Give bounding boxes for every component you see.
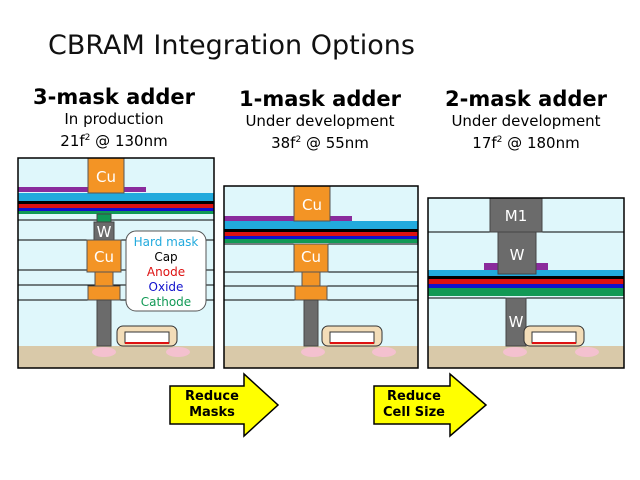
option-status: In production: [64, 110, 164, 128]
arrow-reduce-cell-size: Reduce Cell Size: [373, 372, 488, 438]
arrow-reduce-masks: Reduce Masks: [169, 372, 280, 438]
legend-item: Hard mask: [134, 235, 199, 249]
option-cell-size: 38f2 @ 55nm: [271, 134, 369, 152]
option-name: 1-mask adder: [239, 87, 401, 111]
m1-label: M1: [505, 207, 528, 225]
diffusion: [166, 347, 190, 357]
arrow-text: Reduce: [387, 389, 441, 404]
oxide-layer: [18, 208, 214, 211]
arrow-text: Cell Size: [383, 405, 445, 420]
option-heading-1: 3-mask adder In production 21f2 @ 130nm: [4, 84, 224, 151]
option-status: Under development: [245, 112, 395, 130]
cathode-layer: [18, 211, 214, 214]
substrate: [18, 346, 214, 368]
cross-section-1-mask: [223, 185, 419, 369]
cu-label: Cu: [301, 248, 321, 266]
cu-label: Cu: [94, 248, 114, 266]
cap-layer: [18, 201, 214, 204]
option-cell-size: 17f2 @ 180nm: [472, 134, 580, 152]
cross-section-2-mask: [427, 197, 625, 369]
diffusion: [92, 347, 116, 357]
legend-item: Cathode: [141, 295, 191, 309]
contact-plug: [96, 299, 112, 347]
legend-item: Anode: [147, 265, 185, 279]
cu-label: Cu: [96, 168, 116, 186]
cu-label: Cu: [302, 196, 322, 214]
legend-item: Oxide: [149, 280, 184, 294]
arrow-text: Reduce: [185, 389, 239, 404]
option-status: Under development: [451, 112, 601, 130]
w-label: W: [97, 223, 112, 241]
option-heading-3: 2-mask adder Under development 17f2 @ 18…: [416, 86, 636, 153]
m1-block: [489, 197, 543, 233]
option-cell-size: 21f2 @ 130nm: [60, 132, 168, 150]
option-name: 2-mask adder: [445, 87, 607, 111]
slide-title: CBRAM Integration Options: [48, 30, 415, 61]
anode-layer: [18, 204, 214, 208]
option-heading-2: 1-mask adder Under development 38f2 @ 55…: [210, 86, 430, 153]
option-name: 3-mask adder: [33, 85, 195, 109]
hard-mask-layer: [18, 193, 214, 201]
w-label: W: [509, 313, 524, 331]
w-label: W: [510, 246, 525, 264]
substrate: [224, 346, 418, 368]
top-metal: [18, 187, 146, 192]
arrow-text: Masks: [189, 405, 235, 420]
legend-item: Cap: [154, 250, 177, 264]
